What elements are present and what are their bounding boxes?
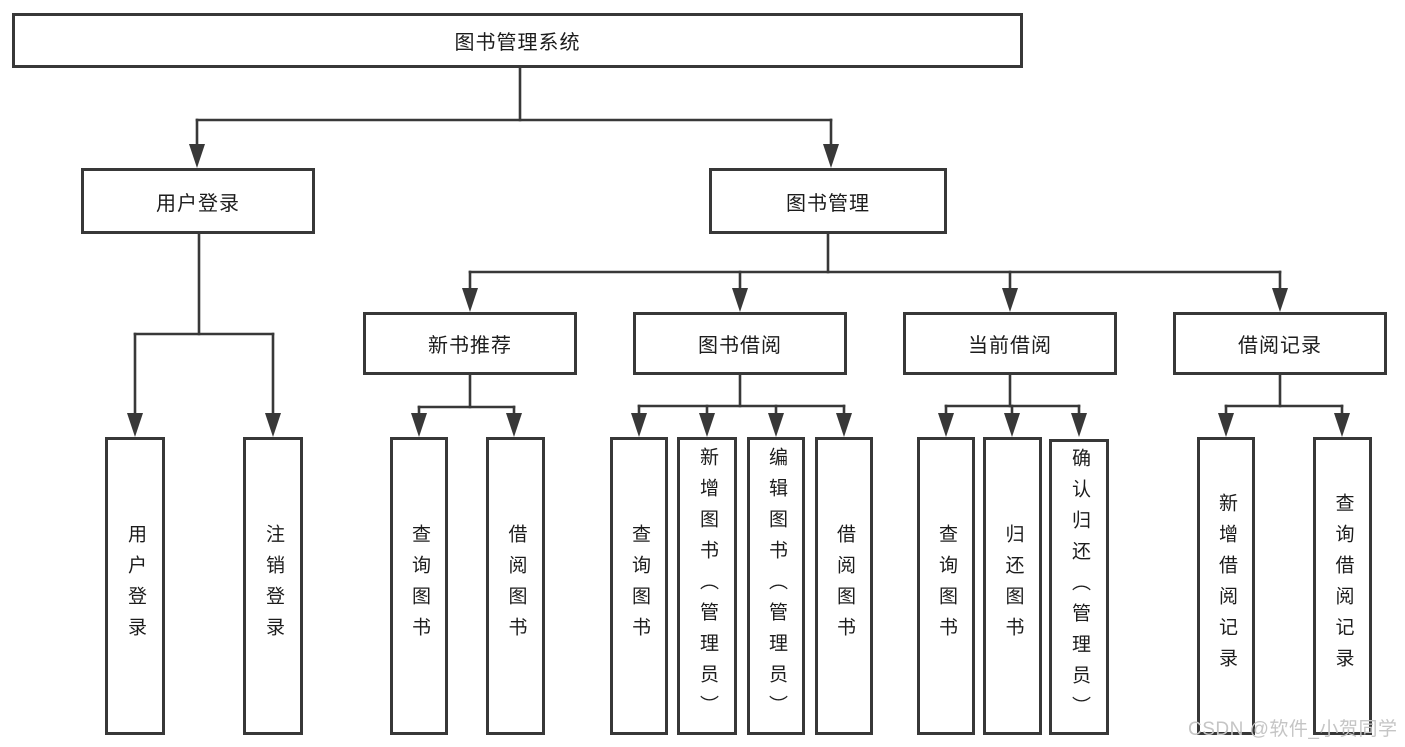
leaf-confirm-return-admin: 确认归还（管理员） bbox=[1049, 439, 1109, 735]
node-book-management: 图书管理 bbox=[709, 168, 947, 234]
node-book-borrowing: 图书借阅 bbox=[633, 312, 847, 375]
leaf-add-borrow-record: 新增借阅记录 bbox=[1197, 437, 1255, 735]
leaf-query-borrow-record: 查询借阅记录 bbox=[1313, 437, 1372, 735]
leaf-borrow-books-borrowing: 借阅图书 bbox=[815, 437, 873, 735]
node-current-borrowing: 当前借阅 bbox=[903, 312, 1117, 375]
leaf-query-books-recommend: 查询图书 bbox=[390, 437, 448, 735]
connector-book-management-to-level3 bbox=[462, 232, 1288, 312]
leaf-edit-books-admin: 编辑图书（管理员） bbox=[747, 437, 805, 735]
leaf-return-books: 归还图书 bbox=[983, 437, 1042, 735]
connector-new-books-branch bbox=[411, 373, 522, 437]
leaf-query-books-current: 查询图书 bbox=[917, 437, 975, 735]
leaf-query-books-borrowing: 查询图书 bbox=[610, 437, 668, 735]
leaf-add-books-admin: 新增图书（管理员） bbox=[677, 437, 737, 735]
leaf-borrow-books-recommend: 借阅图书 bbox=[486, 437, 545, 735]
node-library-management-system: 图书管理系统 bbox=[12, 13, 1023, 68]
connector-borrowing-branch bbox=[631, 373, 852, 437]
leaf-logout-login: 注销登录 bbox=[243, 437, 303, 735]
node-new-book-recommend: 新书推荐 bbox=[363, 312, 577, 375]
connector-records-branch bbox=[1218, 373, 1350, 437]
connector-root-to-level2 bbox=[189, 65, 839, 168]
node-borrowing-records: 借阅记录 bbox=[1173, 312, 1387, 375]
connector-user-login-branch bbox=[127, 232, 281, 437]
node-user-login: 用户登录 bbox=[81, 168, 315, 234]
leaf-user-login: 用户登录 bbox=[105, 437, 165, 735]
connector-current-borrowing-branch bbox=[938, 373, 1087, 437]
watermark: CSDN @软件_小贺同学 bbox=[1188, 719, 1398, 740]
